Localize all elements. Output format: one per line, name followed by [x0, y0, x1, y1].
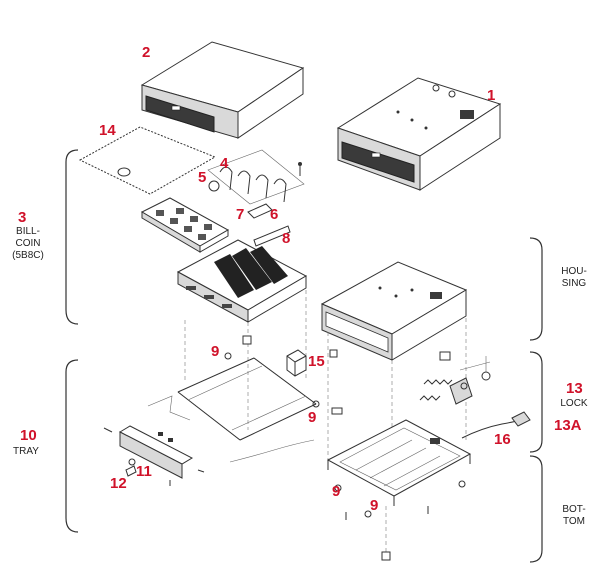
group-label-bottom: BOT- TOM: [556, 504, 592, 528]
tray-slide-frame: [147, 357, 317, 463]
callout-4: 4: [220, 155, 229, 172]
callout-16: 16: [494, 431, 511, 448]
callout-9-upper-left: 9: [211, 343, 220, 360]
callout-13: 13: [566, 380, 583, 397]
callout-1: 1: [487, 87, 496, 104]
group-label-housing: HOU- SING: [556, 266, 592, 290]
callout-14: 14: [99, 122, 116, 139]
housing-shell: [320, 261, 468, 361]
group-label-housing-line2: SING: [561, 278, 587, 289]
callout-10: 10: [20, 427, 37, 444]
till-tray: [176, 239, 308, 323]
group-label-lock: LOCK: [560, 398, 588, 409]
bracket-lock: [529, 351, 543, 453]
lock-assembly: [419, 351, 491, 405]
callout-11: 11: [136, 463, 152, 480]
callout-8: 8: [282, 230, 291, 247]
callout-15: 15: [308, 353, 325, 370]
bill-clips: [207, 149, 305, 247]
callout-9-lower-right: 9: [370, 497, 379, 514]
bottom-pan: [326, 419, 472, 561]
group-label-billcoin: BILL- COIN (5B8C): [6, 226, 50, 262]
callout-9-upper-right: 9: [308, 409, 317, 426]
group-label-bottom-line2: TOM: [562, 516, 586, 527]
bracket-billcoin: [65, 149, 79, 325]
callout-13a: 13A: [554, 417, 582, 434]
callout-5: 5: [198, 169, 207, 186]
group-label-housing-line1: HOU-: [561, 266, 587, 277]
group-label-billcoin-line3: (5B8C): [12, 250, 44, 261]
group-label-bottom-line1: BOT-: [562, 504, 586, 515]
group-label-tray: TRAY: [13, 446, 39, 457]
group-brackets: [65, 149, 543, 563]
callout-6: 6: [270, 206, 279, 223]
bracket-housing: [529, 237, 543, 341]
callout-7: 7: [236, 206, 245, 223]
bracket-tray: [65, 359, 79, 533]
cash-drawer-rear: [336, 77, 502, 191]
callout-3: 3: [18, 209, 27, 226]
coin-insert: [140, 197, 230, 253]
group-label-billcoin-line1: BILL-: [16, 226, 40, 237]
callout-2: 2: [142, 44, 151, 61]
callout-9-lower-left: 9: [332, 483, 341, 500]
bracket-bottom: [529, 455, 543, 563]
front-panel: [103, 425, 205, 486]
small-parts: [224, 335, 343, 415]
media-sheet: [78, 126, 217, 195]
callout-12: 12: [110, 475, 127, 492]
cash-drawer-front: [140, 41, 305, 139]
group-label-billcoin-line2: COIN: [15, 238, 41, 249]
cable: [461, 411, 531, 439]
